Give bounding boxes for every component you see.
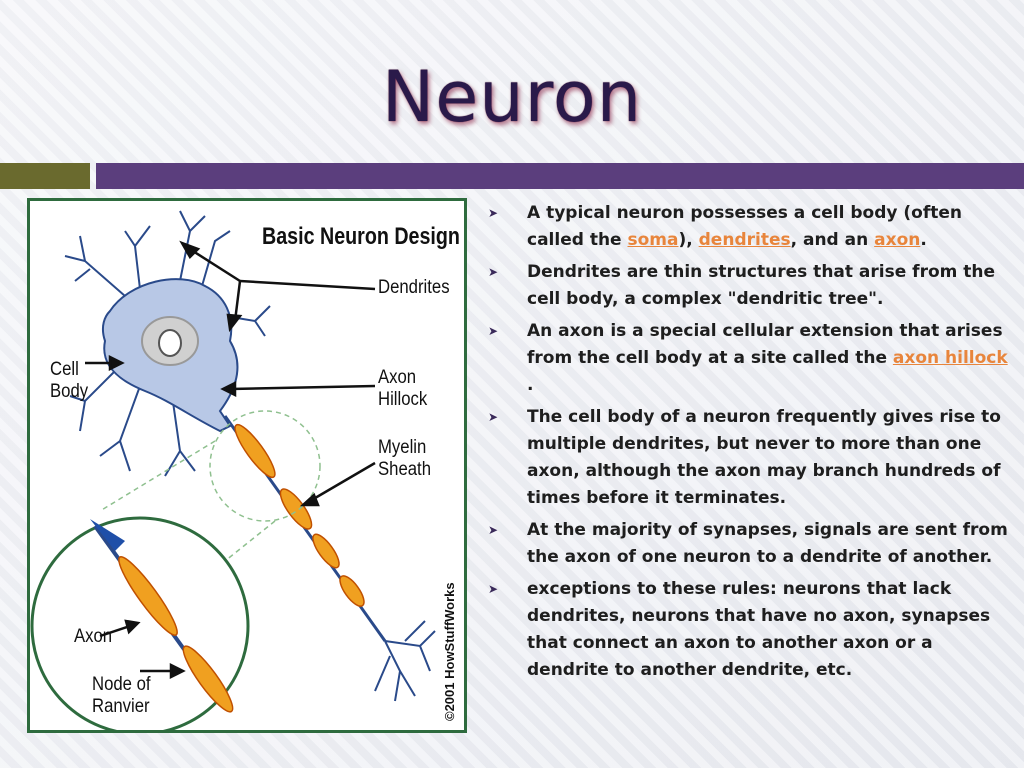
label-myelin-sheath: Myelin Sheath [378,437,432,480]
bullet-text: , and an [790,230,875,250]
copyright-notice: ©2001 HowStuffWorks [442,582,457,721]
bullet-item: ➤ exceptions to these rules: neurons that… [486,576,1011,684]
chevron-right-icon: ➤ [488,206,499,220]
zoom-lines [99,410,321,562]
bullet-text: . [920,230,927,250]
neuron-illustration [30,210,436,730]
accent-bar-left [0,163,90,189]
link-axon[interactable]: axon [874,230,921,250]
chevron-right-icon: ➤ [488,410,499,424]
bullet-item: ➤ At the majority of synapses, signals ar… [486,517,1011,571]
chevron-right-icon: ➤ [488,523,499,537]
chevron-right-icon: ➤ [488,582,499,596]
axon-terminals [374,620,436,702]
slide-title: Neuron [381,56,643,138]
nucleolus-shape [158,329,182,357]
label-cell-body: Cell Body [50,359,89,402]
bullet-text: . [527,375,534,395]
link-dendrites[interactable]: dendrites [698,230,791,250]
accent-bar-right [96,163,1024,189]
bullet-text: A typical neuron possesses a cell body (… [527,203,963,250]
link-soma[interactable]: soma [627,230,679,250]
magnified-view [30,516,250,730]
label-axon-hillock: Axon Hillock [378,367,428,410]
bullet-item: ➤ Dendrites are thin structures that aris… [486,259,1011,313]
link-axon-hillock[interactable]: axon hillock [892,348,1008,368]
chevron-right-icon: ➤ [488,265,499,279]
bullet-text: ), [678,230,699,250]
chevron-right-icon: ➤ [488,324,499,338]
bullet-text: At the majority of synapses, signals are… [527,520,1008,567]
label-node-of-ranvier: Node of Ranvier [92,674,151,717]
bullet-item: ➤ An axon is a special cellular extension… [486,318,1011,399]
magnified-axon [90,519,234,713]
neuron-diagram: Basic Neuron Design Dendrites Cell Body … [27,198,467,733]
diagram-title: Basic Neuron Design [262,223,460,250]
label-dendrites: Dendrites [378,277,450,298]
bullet-item: ➤ The cell body of a neuron frequently g… [486,404,1011,512]
bullet-text: exceptions to these rules: neurons that … [527,579,991,680]
label-axon: Axon [74,626,113,647]
bullet-text: An axon is a special cellular extension … [527,321,1003,368]
bullet-item: ➤ A typical neuron possesses a cell body … [486,200,1011,254]
bullet-text: Dendrites are thin structures that arise… [527,262,996,309]
bullet-text: The cell body of a neuron frequently giv… [527,407,1001,508]
pointer-arrows [85,240,376,680]
myelin-segments [234,423,365,607]
bullet-list: ➤ A typical neuron possesses a cell body … [486,200,1011,689]
